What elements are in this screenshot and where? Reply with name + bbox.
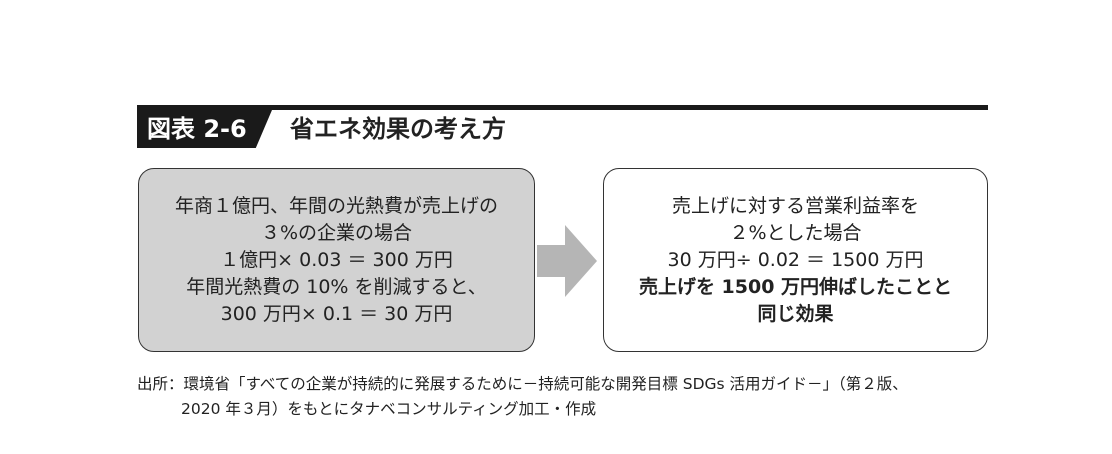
figure-label: 図表 2-6	[137, 110, 272, 148]
left-line: 300 万円× 0.1 ＝ 30 万円	[220, 302, 453, 325]
left-line: １億円× 0.03 ＝ 300 万円	[220, 248, 453, 271]
right-bold-line: 売上げを 1500 万円伸ばしたことと	[638, 275, 953, 298]
right-arrow-icon	[537, 225, 597, 297]
right-bold-line: 同じ効果	[757, 302, 834, 325]
top-rule	[137, 105, 988, 110]
left-line: ３%の企業の場合	[260, 221, 413, 244]
right-line: 30 万円÷ 0.02 ＝ 1500 万円	[667, 248, 924, 271]
left-line: 年商１億円、年間の光熱費が売上げの	[174, 194, 498, 217]
right-box: 売上げに対する営業利益率を ２%とした場合 30 万円÷ 0.02 ＝ 1500…	[603, 168, 988, 352]
left-line: 年間光熱費の 10% を削減すると、	[186, 275, 487, 298]
right-line: ２%とした場合	[729, 221, 862, 244]
source-line-1: 出所：環境省「すべての企業が持続的に発展するために－持続可能な開発目標 SDGs…	[137, 375, 908, 393]
source-line-2: 2020 年３月）をもとにタナベコンサルティング加工・作成	[181, 400, 597, 418]
left-box: 年商１億円、年間の光熱費が売上げの ３%の企業の場合 １億円× 0.03 ＝ 3…	[138, 168, 535, 352]
right-line: 売上げに対する営業利益率を	[671, 194, 919, 217]
source-note: 出所：環境省「すべての企業が持続的に発展するために－持続可能な開発目標 SDGs…	[137, 372, 908, 422]
figure-title: 省エネ効果の考え方	[290, 115, 506, 143]
